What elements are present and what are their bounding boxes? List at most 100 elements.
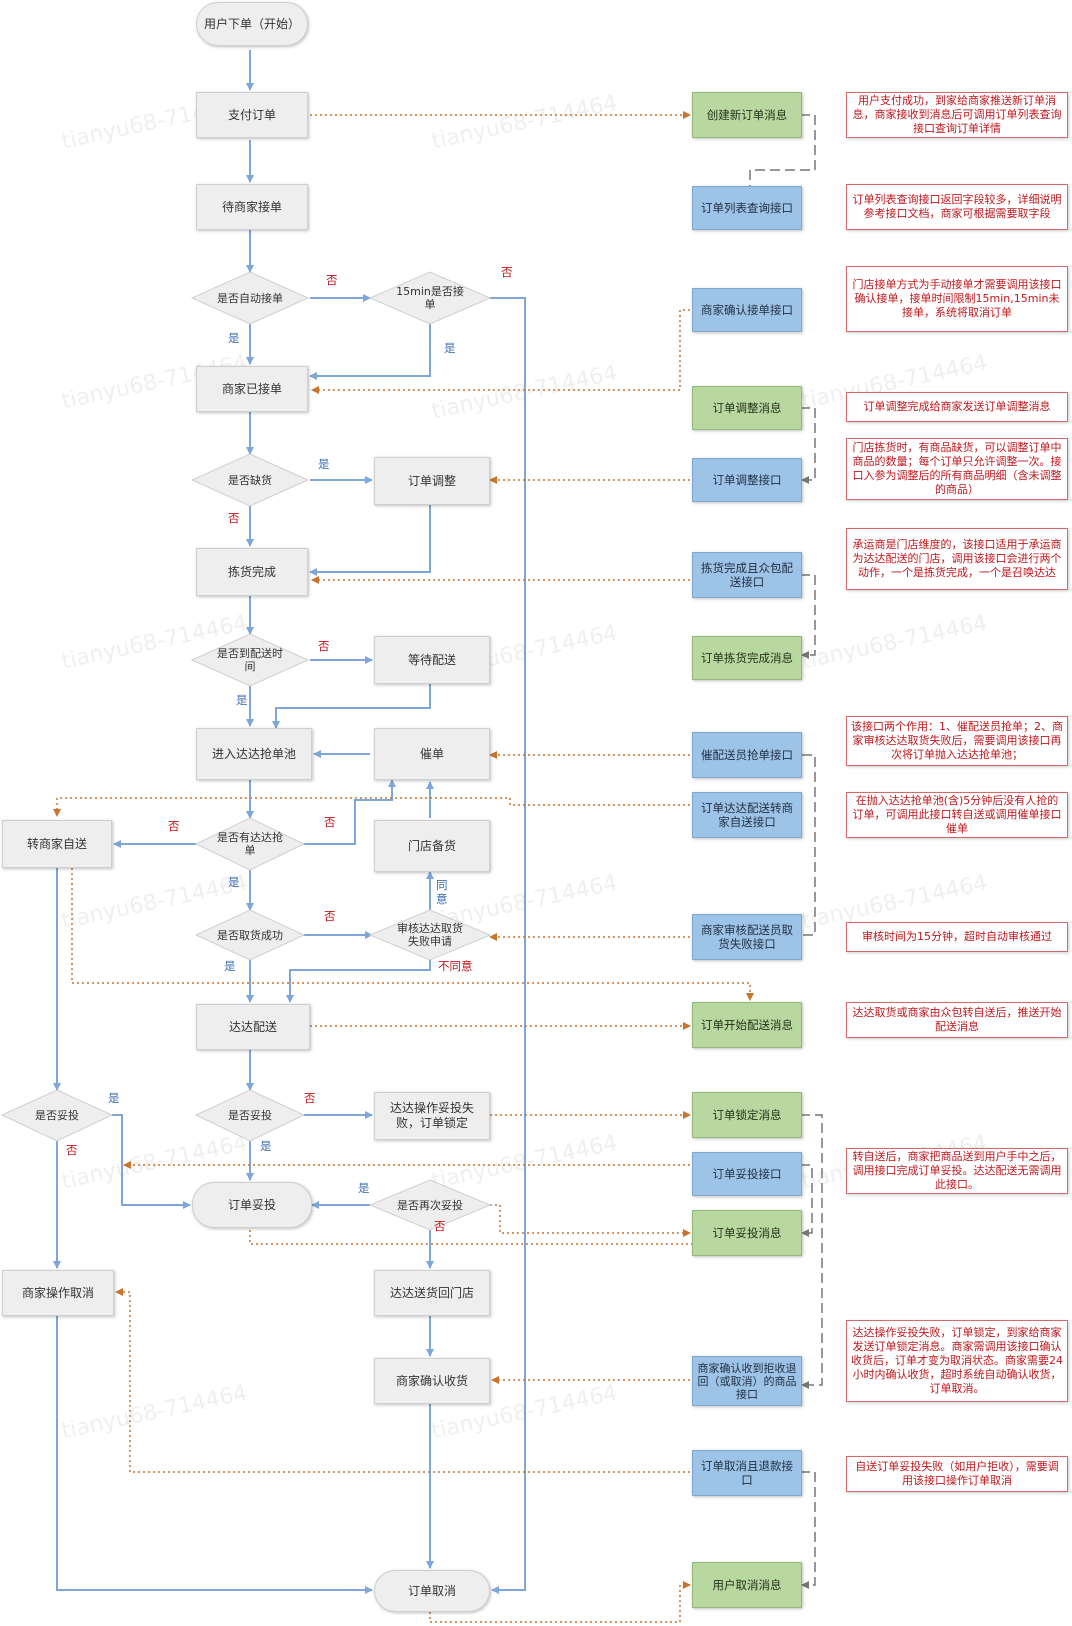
return-to-store-node: 达达送货回门店 [374,1270,490,1316]
dada-delivery-node: 达达配送 [196,1004,310,1050]
guide-adjust [800,407,816,484]
self-delivered-decision: 是否妥投 [35,1109,79,1122]
diamond-pickup-success [194,909,306,961]
link-self-startmsg [71,868,754,1001]
diamond-review-failure [368,909,492,961]
order-delivered-msg: 订单妥投消息 [692,1210,802,1256]
remind-node: 催单 [374,728,490,780]
review-failure-api: 商家审核配送员取货失败接口 [692,914,802,960]
merchant-confirm-api: 商家确认接单接口 [692,288,802,332]
link-switchapi-self [53,797,690,817]
label-no: 否 [324,815,336,829]
guide-lock-confirm [800,1114,823,1389]
label-no: 否 [304,1091,316,1105]
edge-cancelop-cancel [56,1316,373,1594]
note-review-failure: 审核时间为15分钟，超时自动审核通过 [846,922,1068,952]
order-list-query-api: 订单列表查询接口 [692,186,802,230]
accept-15min-decision: 15min是否接单 [396,285,464,311]
dada-delivered-decision: 是否妥投 [228,1109,272,1122]
link-order-msg [249,1230,749,1255]
picking-done-api: 拣货完成且众包配送接口 [692,552,802,598]
order-adjust-api: 订单调整接口 [692,458,802,502]
link-confirmapi-accepted [311,309,690,394]
wait-accept-node: 待商家接单 [196,184,308,230]
guide-picking [800,574,816,659]
delivery-time-decision: 是否到配送时间 [217,647,283,673]
guide-delivered [800,1164,813,1237]
edge-15min-cancel [490,297,526,1594]
label-yes: 是 [228,331,240,345]
user-cancel-msg: 用户取消消息 [692,1562,802,1608]
merchant-confirm-receipt-node: 商家确认收货 [374,1358,490,1404]
pay-order-node: 支付订单 [196,92,308,138]
link-cancel-usermsg [429,1581,691,1623]
diamond-redeliver [368,1179,492,1231]
cancel-refund-api: 订单取消且退款接口 [692,1450,802,1496]
edge-adjust-picking [309,505,431,576]
label-no: 否 [326,273,338,287]
note-order-delivered: 转自送后，商家把商品送到用户手中之后，调用接口完成订单妥投。达达配送无需调用此接… [846,1148,1068,1194]
link-redeliver-msg [490,1204,691,1237]
start-delivery-msg: 订单开始配送消息 [692,1002,802,1048]
dada-fail-lock-node: 达达操作妥投失败，订单锁定 [374,1092,490,1140]
label-yes: 是 [224,959,236,973]
diamond-self-delivered [0,1089,114,1142]
order-delivered-api: 订单妥投接口 [692,1152,802,1196]
switch-self-api: 订单达达配送转商家自送接口 [692,792,802,838]
label-yes: 是 [444,341,456,355]
wait-delivery-node: 等待配送 [374,636,490,684]
edge-rider-remind [304,779,396,845]
to-self-delivery-node: 转商家自送 [2,820,112,868]
diamond-accept-15min [368,271,492,325]
label-yes: 是 [228,875,240,889]
edge-self-order [112,1114,191,1209]
note-adjust-msg: 订单调整完成给商家发送订单调整消息 [846,392,1068,422]
redeliver-decision: 是否再次妥投 [397,1198,463,1212]
note-new-order: 用户支付成功，到家给商家推送新订单消息，商家接收到消息后可调用订单列表查询接口查… [846,92,1068,138]
review-failure-decision: 审核达达取货失败申请 [397,922,463,948]
merchant-cancel-op-node: 商家操作取消 [2,1270,114,1316]
edge-wait-pool [272,684,431,729]
note-lock-confirm: 达达操作妥投失败，订单锁定，到家给商家发送订单锁定消息。商家需调用该接口确认收货… [846,1320,1068,1402]
link-cancelapi-cancelop [115,1288,690,1473]
order-delivered-node: 订单妥投 [192,1182,312,1228]
start-node: 用户下单（开始） [196,2,308,46]
label-no: 否 [168,819,180,833]
guide-cancel [800,1471,816,1589]
note-picking-api: 承运商是门店维度的，该接口适用于承运商为达达配送的门店，调用该接口会进行两个动作… [846,528,1068,590]
diamond-delivery-time [190,633,310,687]
merchant-accepted-node: 商家已接单 [196,366,308,412]
guide-msg-list [749,114,816,186]
remind-api: 催配送员抢单接口 [692,732,802,778]
label-no: 否 [228,511,240,525]
label-yes: 是 [358,1181,370,1195]
order-adjust-msg: 订单调整消息 [692,386,802,430]
note-start-delivery: 达达取货或商家由众包转自送后，推送开始配送消息 [846,1002,1068,1038]
note-confirm-accept: 门店接单方式为手动接单才需要调用该接口确认接单，接单时间限制15min,15mi… [846,266,1068,332]
label-yes: 是 [108,1091,120,1105]
note-remind-api: 该接口两个作用：1、催配送员抢单；2、商家审核达达取货失败后，需要调用该接口再次… [846,716,1068,766]
enter-pool-node: 进入达达抢单池 [196,728,312,780]
label-no: 否 [324,909,336,923]
new-order-msg: 创建新订单消息 [692,92,802,138]
label-yes: 是 [236,693,248,707]
order-cancel-node: 订单取消 [374,1570,490,1612]
order-adjust-node: 订单调整 [374,457,490,505]
note-order-list: 订单列表查询接口返回字段较多，详细说明参考接口文档，商家可根据需要取字段 [846,184,1068,230]
label-disagree: 不同意 [438,959,473,973]
has-rider-decision: 是否有达达抢单 [217,831,283,857]
auto-accept-decision: 是否自动接单 [217,291,283,305]
label-no: 否 [501,265,513,279]
diamond-out-of-stock [190,453,310,507]
guide-remind-review [802,754,816,936]
diamond-dada-delivered [194,1089,306,1142]
diamond-has-rider [194,817,306,871]
note-cancel-refund: 自送订单妥投失败（如用户拒收），需要调用该接口操作订单取消 [846,1456,1068,1492]
label-no: 否 [318,639,330,653]
edge-15min-accepted [309,324,431,380]
label-yes: 是 [318,457,330,471]
label-agree: 同意 [436,878,448,906]
diamond-auto-accept [190,271,310,325]
store-stock-node: 门店备货 [374,820,490,872]
